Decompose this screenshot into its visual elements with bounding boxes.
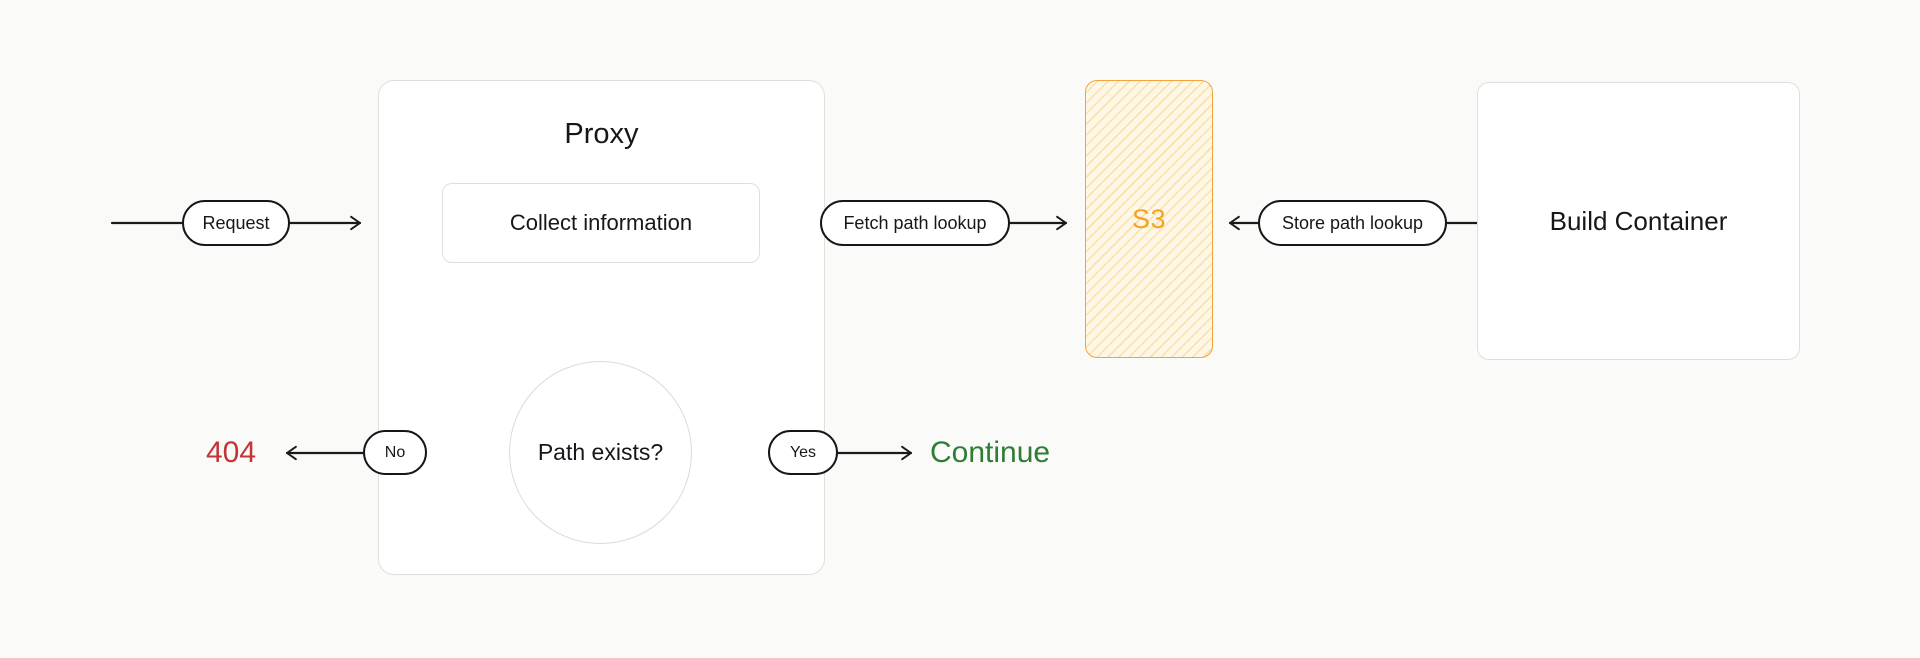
path-exists-decision-node: Path exists? — [509, 361, 692, 544]
s3-node: S3 — [1085, 80, 1213, 358]
outcome-404: 404 — [206, 436, 257, 469]
build-container-label: Build Container — [1549, 205, 1728, 236]
path-exists-label: Path exists? — [537, 439, 664, 465]
request-edge-label: Request — [202, 212, 270, 233]
yes-branch-pill: Yes — [768, 430, 838, 475]
yes-branch-label: Yes — [789, 443, 817, 461]
no-branch-pill: No — [363, 430, 427, 475]
request-edge-pill: Request — [182, 200, 290, 246]
proxy-title: Proxy — [564, 118, 639, 150]
fetch-path-lookup-edge-pill: Fetch path lookup — [820, 200, 1010, 246]
build-container-node: Build Container — [1477, 82, 1800, 360]
store-path-lookup-edge-pill: Store path lookup — [1258, 200, 1447, 246]
outcome-continue: Continue — [930, 436, 1051, 469]
collect-information-node: Collect information — [442, 183, 760, 263]
collect-information-label: Collect information — [509, 210, 693, 235]
store-path-lookup-edge-label: Store path lookup — [1281, 212, 1424, 233]
no-branch-label: No — [384, 443, 406, 461]
fetch-path-lookup-edge-label: Fetch path lookup — [843, 212, 987, 233]
s3-label: S3 — [1131, 203, 1167, 234]
